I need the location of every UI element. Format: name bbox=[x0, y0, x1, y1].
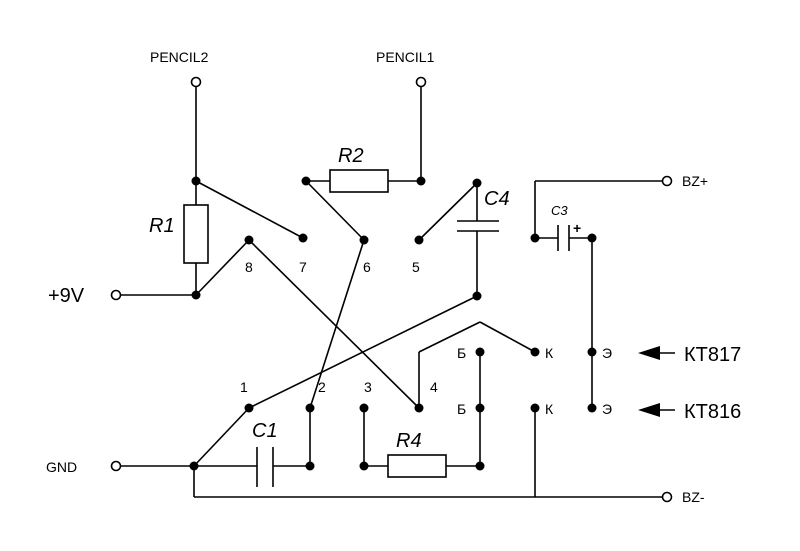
open-terminals bbox=[110, 76, 673, 503]
ic-pin-6: 6 bbox=[363, 259, 371, 275]
component-label-r1: R1 bbox=[149, 215, 175, 237]
ic-pin-4: 4 bbox=[430, 379, 438, 395]
transistor-label-kt816: КТ816 bbox=[684, 401, 741, 423]
ic-pin-1: 1 bbox=[240, 379, 248, 395]
transistor-pin-b1: Б bbox=[457, 345, 466, 361]
transistor-pin-e1: Э bbox=[602, 345, 612, 361]
transistor-label-kt817: КТ817 bbox=[684, 344, 741, 366]
component-label-c3: C3 bbox=[551, 203, 568, 218]
terminal-label-pencil1: PENCIL1 bbox=[376, 49, 435, 65]
junction-dots bbox=[189, 176, 597, 471]
c3-polarity-label: + bbox=[573, 220, 581, 236]
ic-pin-8: 8 bbox=[245, 259, 253, 275]
transistor-pin-e2: Э bbox=[602, 401, 612, 417]
transistor-pin-k1: К bbox=[545, 345, 554, 361]
ic-pin-5: 5 bbox=[412, 259, 420, 275]
component-label-c1: C1 bbox=[252, 420, 278, 442]
component-label-c4: C4 bbox=[484, 188, 510, 210]
transistor-pin-k2: К bbox=[545, 401, 554, 417]
resistor-r4 bbox=[387, 454, 447, 478]
terminal-label-bz-minus: BZ- bbox=[682, 489, 705, 505]
terminal-label-gnd: GND bbox=[46, 459, 77, 475]
transistor-arrows bbox=[638, 346, 675, 417]
ic-pin-7: 7 bbox=[299, 259, 307, 275]
capacitor-c1 bbox=[256, 447, 274, 487]
resistor-r1 bbox=[183, 204, 209, 264]
terminal-label-pencil2: PENCIL2 bbox=[150, 49, 209, 65]
resistor-r2 bbox=[329, 169, 389, 193]
terminal-label-plus9v: +9V bbox=[48, 285, 85, 307]
ic-pin-2: 2 bbox=[318, 379, 326, 395]
wires bbox=[121, 86, 662, 498]
capacitor-c3 bbox=[557, 225, 570, 251]
transistor-pin-b2: Б bbox=[457, 401, 466, 417]
component-label-r4: R4 bbox=[396, 430, 422, 452]
terminal-label-bz-plus: BZ+ bbox=[682, 173, 708, 189]
capacitor-c4 bbox=[457, 220, 499, 232]
ic-pin-3: 3 bbox=[364, 379, 372, 395]
component-label-r2: R2 bbox=[338, 145, 364, 167]
